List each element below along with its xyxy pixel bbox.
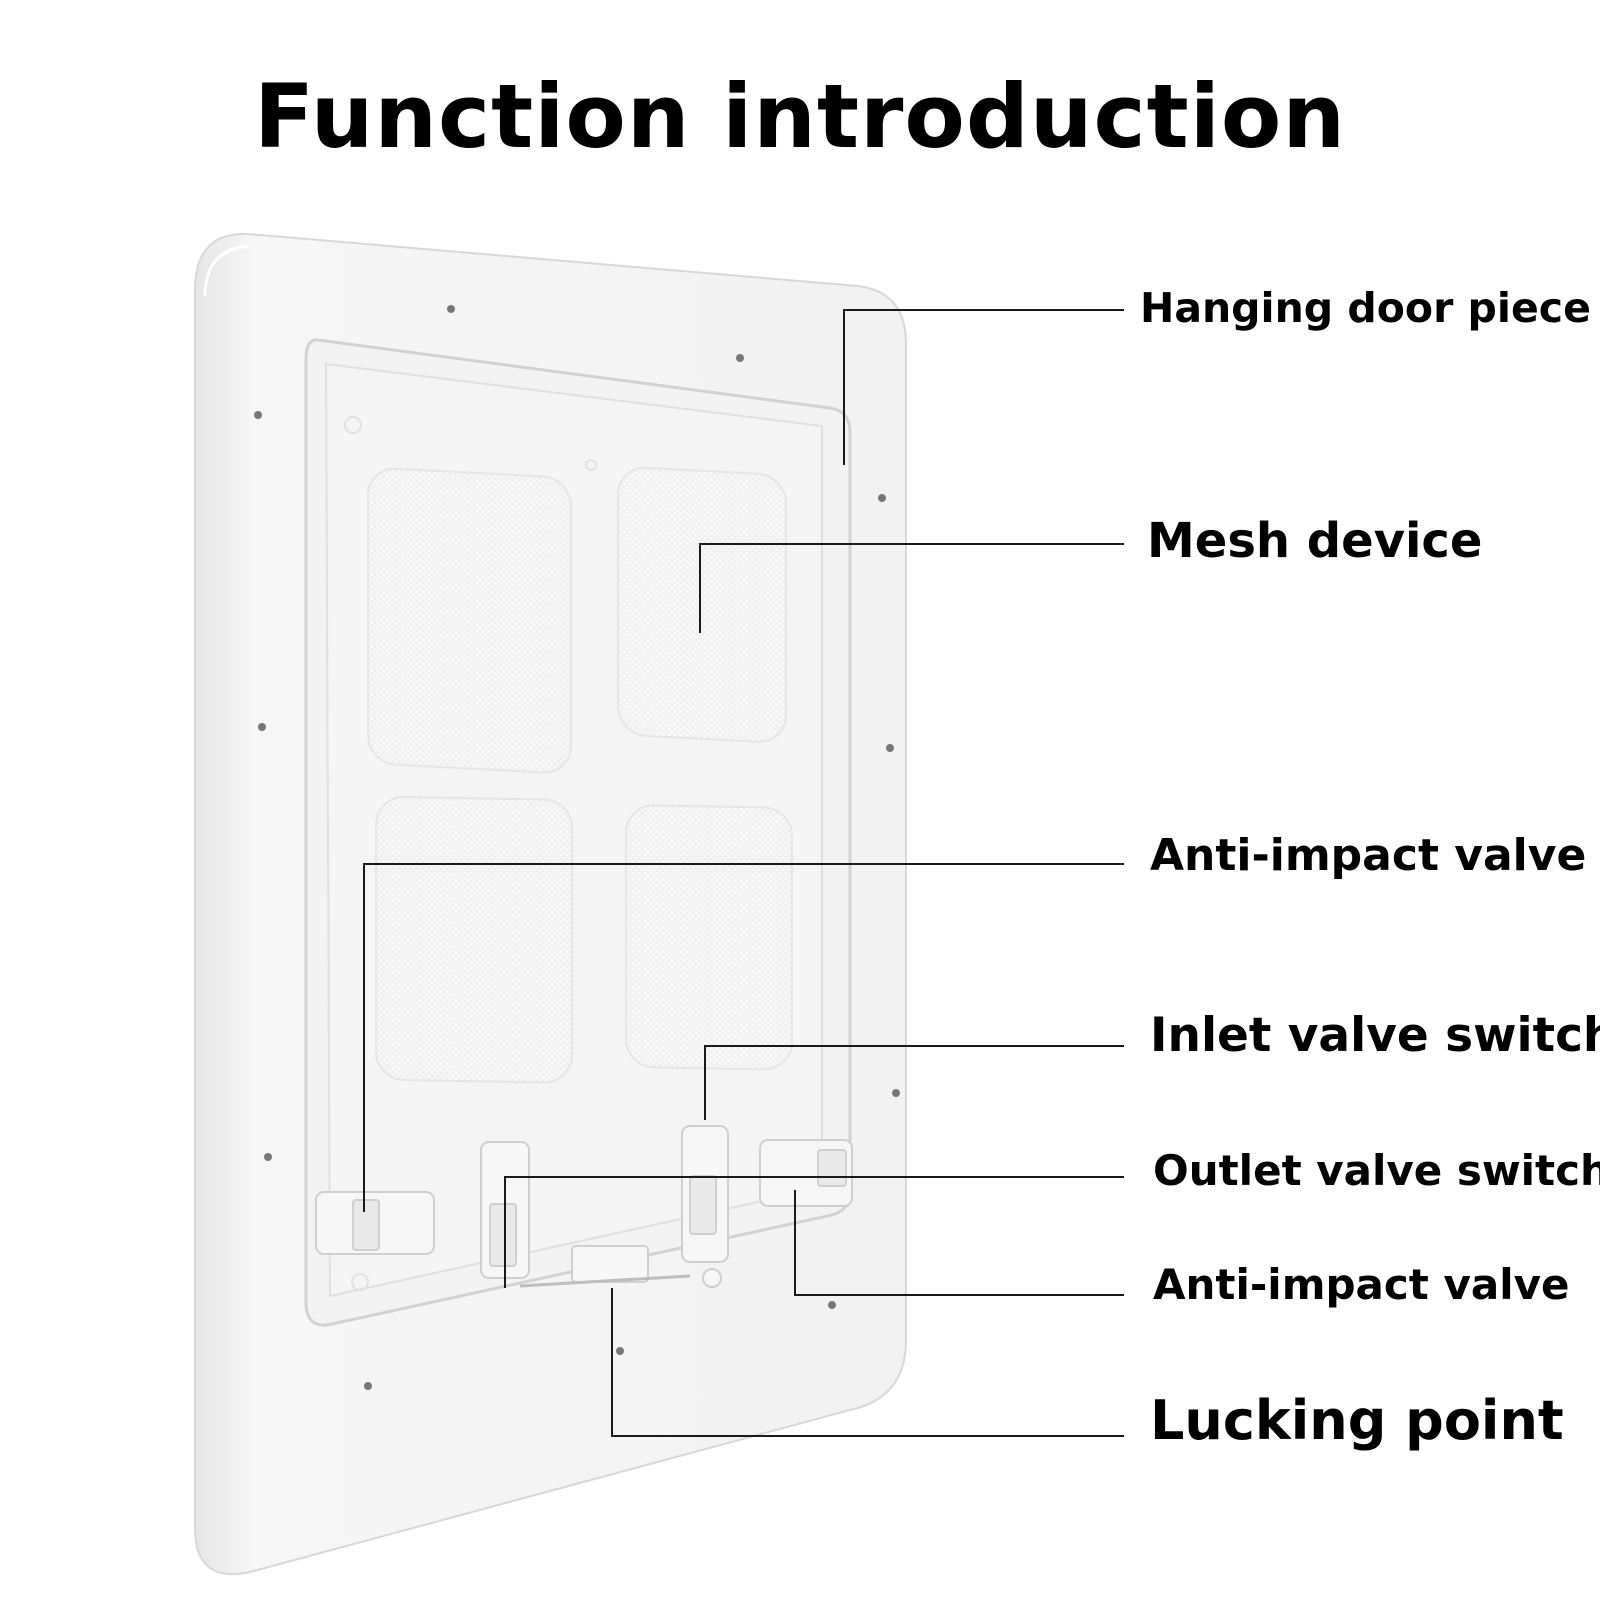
leader-anti-impact-valve-bottom: [794, 1190, 1124, 1296]
callout-anti-impact-valve-top: Anti-impact valve: [1150, 830, 1587, 881]
leader-inlet-valve-switch: [704, 1045, 1124, 1120]
callout-outlet-valve-switch: Outlet valve switch: [1153, 1146, 1600, 1195]
mesh-windows: [367, 466, 793, 1084]
leader-anti-impact-valve-top: [363, 863, 1124, 1212]
page-title: Function introduction: [253, 65, 1347, 168]
leader-outlet-valve-switch: [504, 1176, 1124, 1288]
leader-locking-point: [611, 1288, 1124, 1437]
callout-anti-impact-valve-bottom: Anti-impact valve: [1153, 1260, 1570, 1309]
leader-hanging-door-piece: [843, 309, 1124, 465]
latch-hardware: [315, 1125, 853, 1288]
mounting-holes: [254, 305, 900, 1390]
leader-lines: [363, 309, 1124, 1437]
leader-mesh-device: [699, 543, 1124, 633]
callout-inlet-valve-switch: Inlet valve switch: [1150, 1008, 1600, 1063]
callout-hanging-door-piece: Hanging door piece: [1140, 284, 1591, 332]
callout-locking-point: Lucking point: [1150, 1389, 1564, 1452]
callout-mesh-device: Mesh device: [1147, 513, 1483, 569]
